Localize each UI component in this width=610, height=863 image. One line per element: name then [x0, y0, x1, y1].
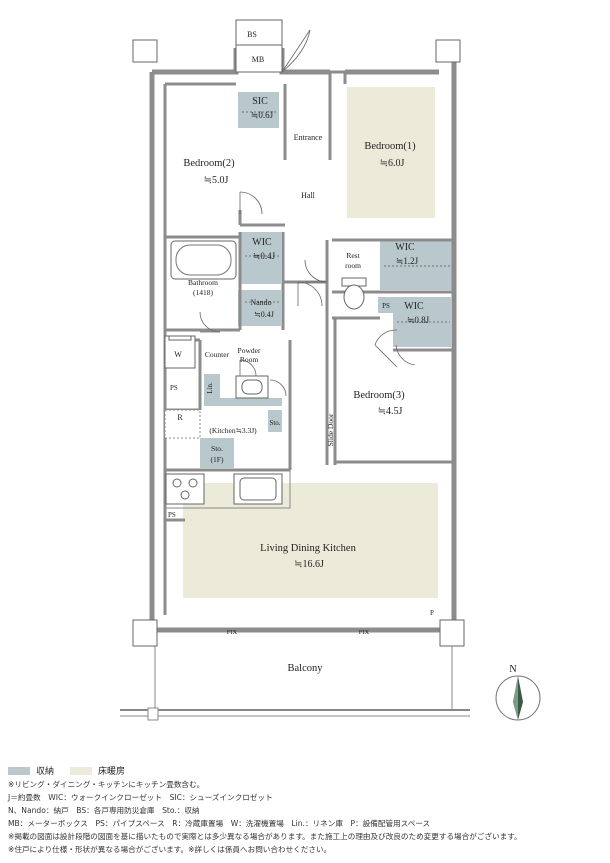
fix-label-right: FIX [359, 629, 370, 636]
bedroom1-area: ≒6.0J [380, 158, 405, 169]
legend-floor-heating-label: 床暖房 [98, 767, 126, 777]
kitchen-area-label: (Kitchen≒3.3J) [209, 426, 257, 435]
note-line: ※掲載の図面は設計段階の図面を基に描いたもので実際とは多少異なる場合があります。… [8, 832, 522, 841]
note-line: ※リビング・ダイニング・キッチンにキッチン畳数含む。 [8, 780, 205, 789]
toilet [341, 277, 367, 310]
balcony-label: Balcony [288, 663, 324, 674]
nando-area: ≒0.4J [254, 310, 274, 319]
pillars [132, 19, 465, 647]
bedroom2-name: Bedroom(2) [183, 158, 235, 169]
bs-label: BS [247, 30, 257, 39]
powder-room-label-1: Powder [238, 346, 261, 355]
wic-b-name: WIC [395, 242, 415, 253]
floor-plan: BS MB SIC ≒0.6J Entrance Hall Bedroom(2)… [120, 19, 541, 721]
storage-counter-shelf [204, 398, 282, 406]
note-line: ※住戸により仕様・形状が異なる場合がございます。※詳しくは係員へお問い合わせくだ… [8, 845, 332, 854]
wic-a-area: ≒0.4J [253, 251, 276, 261]
wic-b-area: ≒1.2J [396, 256, 419, 266]
bathroom-name: Bathroom [188, 278, 218, 287]
sto-label: Sto. [269, 419, 280, 427]
storage-wic-b [380, 240, 452, 290]
ps-label-left: PS [170, 384, 178, 392]
floor-heating-bedroom1 [347, 87, 435, 218]
slide-door-label: Slide Door [326, 413, 335, 446]
stove [165, 473, 205, 505]
entrance-label: Entrance [294, 133, 323, 142]
ps-label-kitchen: PS [168, 511, 176, 519]
refrigerator-label: R [177, 413, 183, 422]
restroom-label-1: Rest [346, 251, 360, 260]
bathtub [170, 240, 237, 280]
north-label: N [509, 664, 516, 675]
fix-label-left: FIX [227, 629, 238, 636]
note-line: N、Nando：納戸 BS：各戸専用防災倉庫 Sto.：収納 [8, 806, 200, 815]
counter-label: Counter [205, 350, 230, 359]
wic-c-name: WIC [404, 301, 424, 312]
washing-machine [164, 335, 196, 369]
storage-sic [238, 92, 279, 128]
hall-label: Hall [301, 191, 316, 200]
legend: 収納 床暖房 [8, 764, 125, 777]
notes: ※リビング・ダイニング・キッチンにキッチン畳数含む。 J＝約畳数 WIC：ウォー… [8, 778, 608, 856]
ps-label-restroom: PS [382, 302, 390, 310]
bedroom3-name: Bedroom(3) [353, 390, 405, 401]
north-arrow-icon [495, 675, 541, 721]
washbasin [235, 375, 269, 399]
powder-room-label-2: Room [240, 355, 259, 364]
ldk-name: Living Dining Kitchen [260, 543, 356, 554]
p-label: P [430, 609, 434, 617]
closet-details [242, 111, 450, 323]
bathroom-size: (1418) [193, 288, 213, 297]
legend-floor-heating-swatch [70, 766, 93, 775]
ldk-area: ≒16.6J [294, 559, 324, 570]
note-line: MB：メーターボックス PS：パイプスペース R：冷蔵庫置場 W：洗濯機置場 L… [8, 819, 431, 828]
sto-1f-label-2: (1F) [211, 455, 224, 464]
mb-label: MB [252, 55, 264, 64]
wic-a-name: WIC [252, 237, 272, 248]
doors [199, 29, 416, 397]
storage-wic-a [241, 232, 281, 284]
restroom-label-2: room [345, 261, 361, 270]
nando-name: Nando [250, 298, 271, 307]
bedroom3-area: ≒4.5J [378, 406, 403, 417]
note-line: J＝約畳数 WIC：ウォークインクローゼット SIC：シューズインクロゼット [8, 793, 273, 802]
storage-sto-1f [200, 438, 234, 468]
washer-label: W [174, 350, 182, 359]
storage-linen [204, 374, 220, 404]
linen-label: Lin. [206, 382, 214, 394]
storage-nando [238, 290, 281, 326]
storage-sto [268, 410, 282, 432]
sto-1f-label-1: Sto. [211, 444, 223, 453]
balcony-rail [120, 646, 470, 721]
wic-c-area: ≒0.8J [407, 315, 430, 325]
legend-storage-label: 収納 [36, 767, 55, 777]
bedroom1-name: Bedroom(1) [364, 141, 416, 152]
sic-name: SIC [252, 96, 268, 107]
storage-ps-small [378, 297, 393, 313]
floor-heating-ldk [183, 483, 438, 598]
legend-storage-swatch [8, 766, 30, 775]
sic-area: ≒0.6J [251, 110, 274, 120]
kitchen-sink [233, 473, 283, 505]
bedroom2-area: ≒5.0J [204, 175, 229, 186]
